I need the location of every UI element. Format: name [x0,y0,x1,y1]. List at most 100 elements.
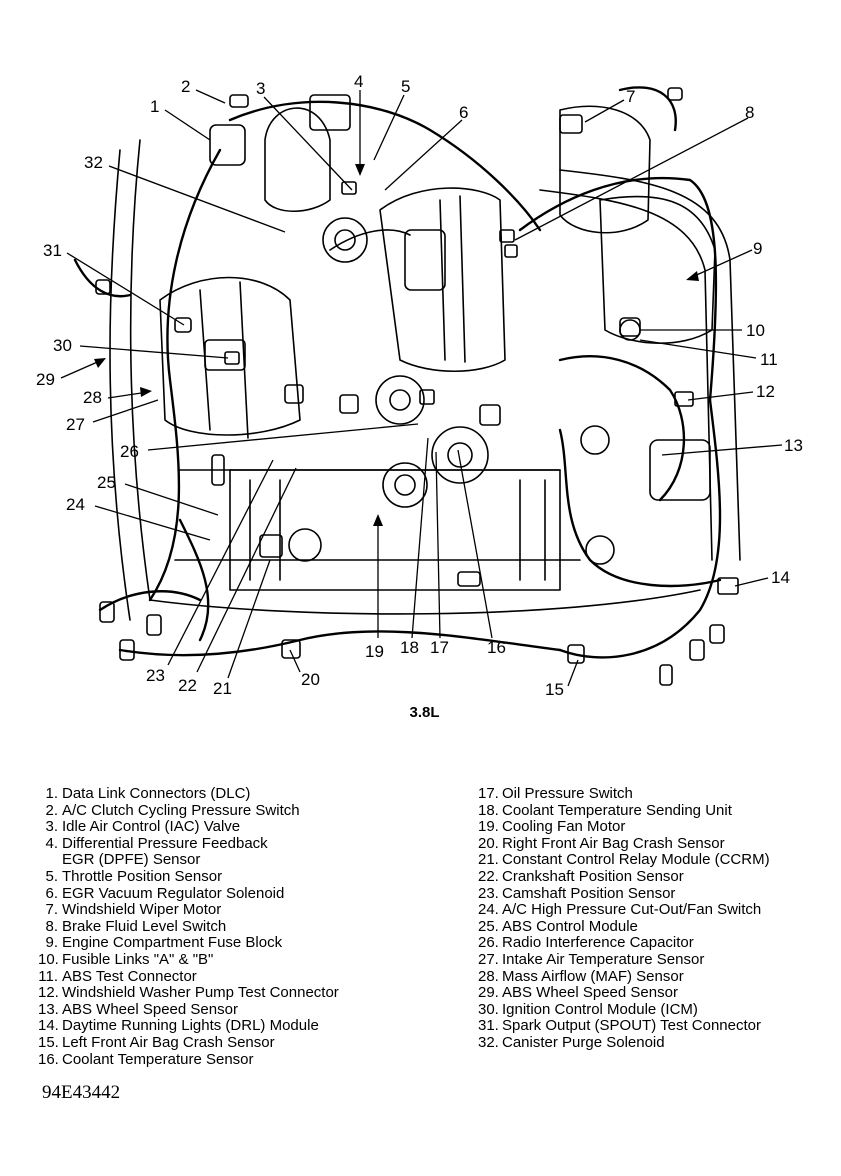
leader-23 [167,459,274,666]
legend-item-text: ABS Wheel Speed Sensor [502,984,678,1002]
callout-24: 24 [66,495,85,514]
leader-1 [164,109,211,141]
legend-item-text: Coolant Temperature Sending Unit [502,801,732,819]
leader-30 [79,345,229,359]
left-components [209,94,351,212]
leader-9 [689,249,753,279]
callout-29: 29 [36,370,55,389]
legend-item: 21.Constant Control Relay Module (CCRM) [478,852,838,869]
leader-18 [411,437,429,639]
legend-item-number: 29. [478,984,499,1002]
legend-item-number: 15. [38,1033,59,1051]
leader-20 [289,649,301,673]
legend-item-text: ABS Wheel Speed Sensor [62,1000,238,1018]
legend-item-text: ABS Test Connector [62,967,197,985]
legend-item: 32.Canister Purge Solenoid [478,1033,838,1052]
legend-item-number: 8. [45,917,58,935]
leader-27 [92,399,159,423]
legend-item-text: A/C Clutch Cycling Pressure Switch [62,801,300,819]
legend-item-number: 19. [478,818,499,836]
arrowhead-4 [355,164,365,176]
legend-item-text: Ignition Control Module (ICM) [502,1000,698,1018]
callout-13: 13 [784,436,803,455]
legend-item: 17.Oil Pressure Switch [478,785,838,803]
legend-item: 15.Left Front Air Bag Crash Sensor [38,1033,448,1052]
body-outline [109,139,741,621]
legend-item: 31.Spark Output (SPOUT) Test Connector [478,1018,838,1035]
legend-item-number: 26. [478,934,499,952]
harness-connectors [95,87,725,686]
callout-10: 10 [746,321,765,340]
legend-item-text: Differential Pressure Feedback [62,834,268,852]
callout-30: 30 [53,336,72,355]
legend-item-text: Brake Fluid Level Switch [62,917,227,935]
air-intake [159,276,301,439]
legend-item: 8.Brake Fluid Level Switch [38,917,448,936]
legend-item-number: 22. [478,867,499,885]
legend-item: 22.Crankshaft Position Sensor [478,867,838,886]
arrowhead-29 [94,358,106,368]
legend-item-number: 23. [478,884,499,902]
legend-item: 24.A/C High Pressure Cut-Out/Fan Switch [478,902,838,919]
callout-25: 25 [97,473,116,492]
legend-item-text: Windshield Wiper Motor [62,901,222,919]
legend-item-text: Canister Purge Solenoid [502,1033,665,1051]
leader-24 [94,505,211,541]
legend-item-number: 3. [45,818,58,836]
leader-11 [639,339,757,359]
legend-item-text: Daytime Running Lights (DRL) Module [62,1017,319,1035]
callout-31: 31 [43,241,62,260]
arrowhead-28 [140,387,152,397]
legend-item-number: 5. [45,867,58,885]
legend-item-text: Constant Control Relay Module (CCRM) [502,851,770,869]
leader-12 [687,391,754,401]
legend-item-number: 9. [45,934,58,952]
leader-25 [124,483,219,516]
leader-22 [196,467,297,673]
callout-12: 12 [756,382,775,401]
arrowhead-19 [373,514,383,526]
callout-15: 15 [545,680,564,699]
engine-drawing: 1 2 3 4 5 6 7 8 9 10 11 12 13 14 15 16 1… [36,72,803,699]
callout-27: 27 [66,415,85,434]
leader-3 [263,96,353,191]
legend-item-number: 30. [478,1000,499,1018]
legend-item: 12.Windshield Washer Pump Test Connector [38,985,448,1002]
legend-item-text: ABS Control Module [502,917,638,935]
callout-7: 7 [626,87,635,106]
legend-item-text: Fusible Links "A" & "B" [62,950,214,968]
engine-compartment-diagram: 1 2 3 4 5 6 7 8 9 10 11 12 13 14 15 16 1… [36,72,803,699]
legend-item: 19.Cooling Fan Motor [478,819,838,836]
callout-23: 23 [146,666,165,685]
callout-20: 20 [301,670,320,689]
legend-item: 23.Camshaft Position Sensor [478,884,838,903]
engine-label: 3.8L [409,704,440,721]
legend-item-number: 32. [478,1033,499,1051]
callout-14: 14 [771,568,790,587]
arrowheads [94,164,699,526]
legend-item-text: Spark Output (SPOUT) Test Connector [502,1017,761,1035]
legend-item-number: 2. [45,801,58,819]
legend-item-number: 4. [45,834,58,852]
legend-item: 7.Windshield Wiper Motor [38,902,448,919]
legend-item-number: 25. [478,917,499,935]
callout-17: 17 [430,638,449,657]
legend-item-number: 14. [38,1017,59,1035]
legend-item-text: Crankshaft Position Sensor [502,867,684,885]
legend-item-number: 17. [478,785,499,802]
legend-item-number: 18. [478,801,499,819]
legend-item-text: EGR Vacuum Regulator Solenoid [62,884,285,902]
leader-26 [147,423,419,451]
legend-item-text: Cooling Fan Motor [502,818,626,836]
legend-item: 25.ABS Control Module [478,917,838,936]
legend-item: 28.Mass Airflow (MAF) Sensor [478,968,838,986]
callout-8: 8 [745,103,754,122]
callout-19: 19 [365,642,384,661]
legend-item: 4.Differential Pressure Feedback [38,834,448,853]
leader-16 [457,449,493,639]
leader-2 [195,89,226,104]
legend-item-number: 16. [38,1050,59,1068]
legend-item-text: Data Link Connectors (DLC) [62,785,251,802]
legend-item: 2.A/C Clutch Cycling Pressure Switch [38,801,448,820]
